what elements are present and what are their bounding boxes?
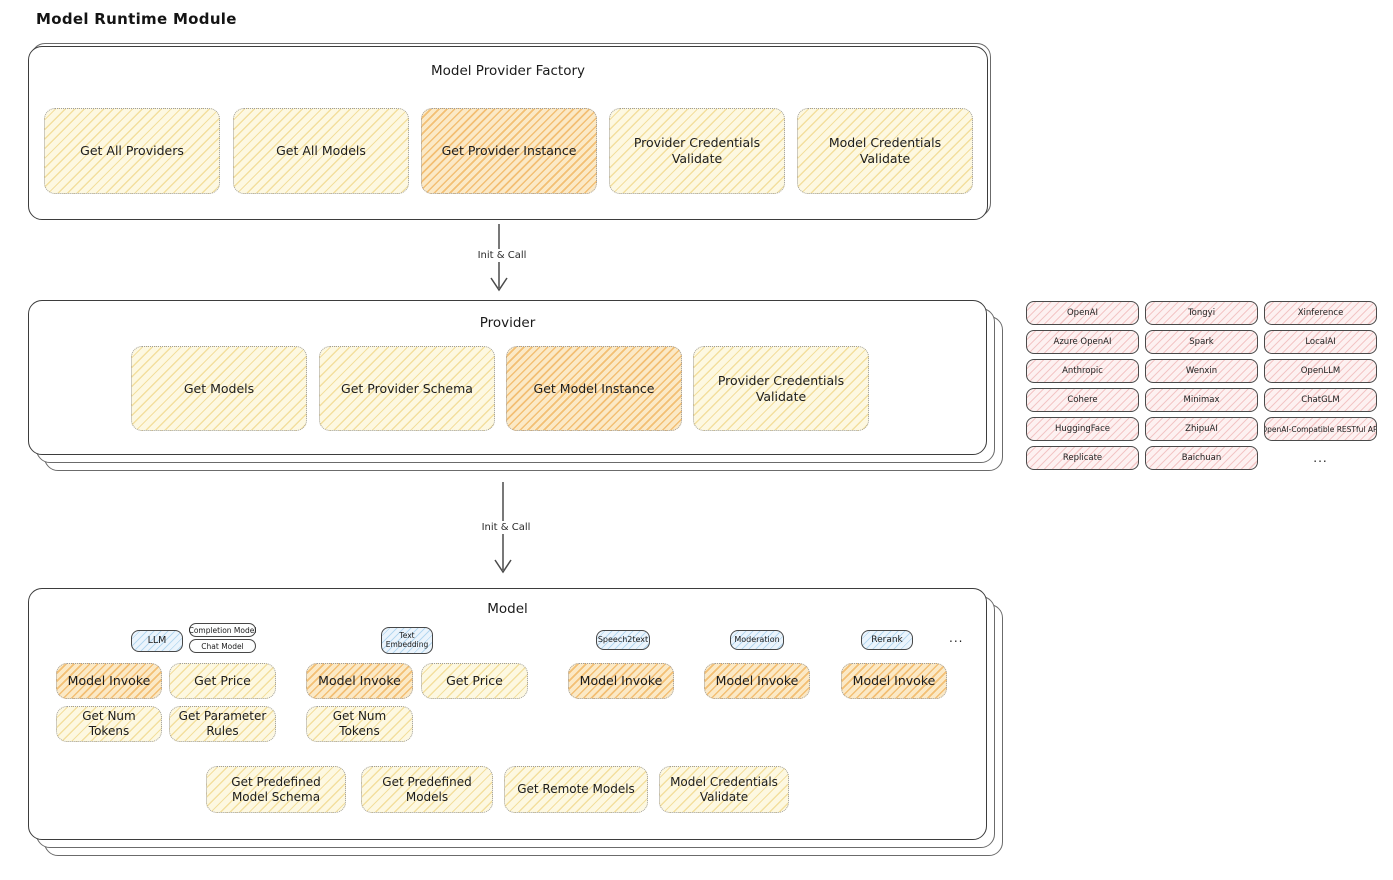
provider-more-ellipsis: ... bbox=[1313, 451, 1328, 465]
get-remote-models-node: Get Remote Models bbox=[504, 766, 648, 813]
get-model-instance-node: Get Model Instance bbox=[506, 346, 682, 431]
get-all-providers-node: Get All Providers bbox=[44, 108, 220, 194]
factory-title: Model Provider Factory bbox=[430, 63, 585, 79]
get-parameter-rules-node: Get Parameter Rules bbox=[169, 706, 276, 742]
llm-tag: LLM bbox=[131, 630, 183, 652]
get-all-models-node: Get All Models bbox=[233, 108, 409, 194]
provider-pill-baichuan: Baichuan bbox=[1145, 446, 1258, 470]
model-invoke-llm-node: Model Invoke bbox=[56, 663, 162, 699]
provider-pill-tongyi: Tongyi bbox=[1145, 301, 1258, 325]
provider-pill-openai-compatible-restful-api: OpenAI-Compatible RESTful API bbox=[1264, 417, 1377, 441]
get-num-tokens-text-embedding-node: Get Num Tokens bbox=[306, 706, 413, 742]
model-invoke-speech2text-node: Model Invoke bbox=[568, 663, 674, 699]
get-price-text-embedding-node: Get Price bbox=[421, 663, 528, 699]
get-num-tokens-llm-node: Get Num Tokens bbox=[56, 706, 162, 742]
provider-pill-openai: OpenAI bbox=[1026, 301, 1139, 325]
init-call-arrow-1 bbox=[490, 224, 508, 292]
get-provider-schema-node: Get Provider Schema bbox=[319, 346, 495, 431]
completion-model-tag: Completion Model bbox=[189, 623, 256, 637]
model-box: Model LLM Completion Model Chat Model Te… bbox=[28, 588, 987, 840]
provider-credentials-validate-node-2: Provider Credentials Validate bbox=[693, 346, 869, 431]
chat-model-tag: Chat Model bbox=[189, 639, 256, 653]
provider-pill-anthropic: Anthropic bbox=[1026, 359, 1139, 383]
text-embedding-tag: Text Embedding bbox=[381, 627, 433, 654]
provider-pill-azure-openai: Azure OpenAI bbox=[1026, 330, 1139, 354]
provider-credentials-validate-node: Provider Credentials Validate bbox=[609, 108, 785, 194]
get-provider-instance-node: Get Provider Instance bbox=[421, 108, 597, 194]
provider-pill-wenxin: Wenxin bbox=[1145, 359, 1258, 383]
init-call-label-2: Init & Call bbox=[469, 521, 543, 534]
provider-name-grid: OpenAI Tongyi Xinference Azure OpenAI Sp… bbox=[1026, 301, 1377, 470]
get-predefined-models-node: Get Predefined Models bbox=[361, 766, 493, 813]
provider-pill-spark: Spark bbox=[1145, 330, 1258, 354]
provider-box: Provider Get Models Get Provider Schema … bbox=[28, 300, 987, 455]
provider-pill-minimax: Minimax bbox=[1145, 388, 1258, 412]
model-invoke-rerank-node: Model Invoke bbox=[841, 663, 947, 699]
provider-pill-localai: LocalAI bbox=[1264, 330, 1377, 354]
model-credentials-validate-node-3: Model Credentials Validate bbox=[659, 766, 789, 813]
model-more-ellipsis: ... bbox=[949, 631, 964, 645]
provider-pill-zhipuai: ZhipuAI bbox=[1145, 417, 1258, 441]
provider-pill-chatglm: ChatGLM bbox=[1264, 388, 1377, 412]
get-models-node: Get Models bbox=[131, 346, 307, 431]
model-invoke-moderation-node: Model Invoke bbox=[704, 663, 810, 699]
provider-pill-openllm: OpenLLM bbox=[1264, 359, 1377, 383]
provider-pill-cohere: Cohere bbox=[1026, 388, 1139, 412]
diagram-title: Model Runtime Module bbox=[36, 10, 237, 28]
init-call-label-1: Init & Call bbox=[465, 249, 539, 262]
provider-pill-xinference: Xinference bbox=[1264, 301, 1377, 325]
model-credentials-validate-node: Model Credentials Validate bbox=[797, 108, 973, 194]
get-predefined-model-schema-node: Get Predefined Model Schema bbox=[206, 766, 346, 813]
moderation-tag: Moderation bbox=[730, 630, 784, 650]
speech2text-tag: Speech2text bbox=[596, 630, 650, 650]
get-price-llm-node: Get Price bbox=[169, 663, 276, 699]
provider-pill-replicate: Replicate bbox=[1026, 446, 1139, 470]
model-provider-factory-box: Model Provider Factory Get All Providers… bbox=[28, 46, 988, 220]
model-title: Model bbox=[487, 601, 528, 617]
rerank-tag: Rerank bbox=[861, 630, 913, 650]
provider-title: Provider bbox=[479, 315, 536, 331]
model-invoke-text-embedding-node: Model Invoke bbox=[306, 663, 413, 699]
provider-pill-huggingface: HuggingFace bbox=[1026, 417, 1139, 441]
